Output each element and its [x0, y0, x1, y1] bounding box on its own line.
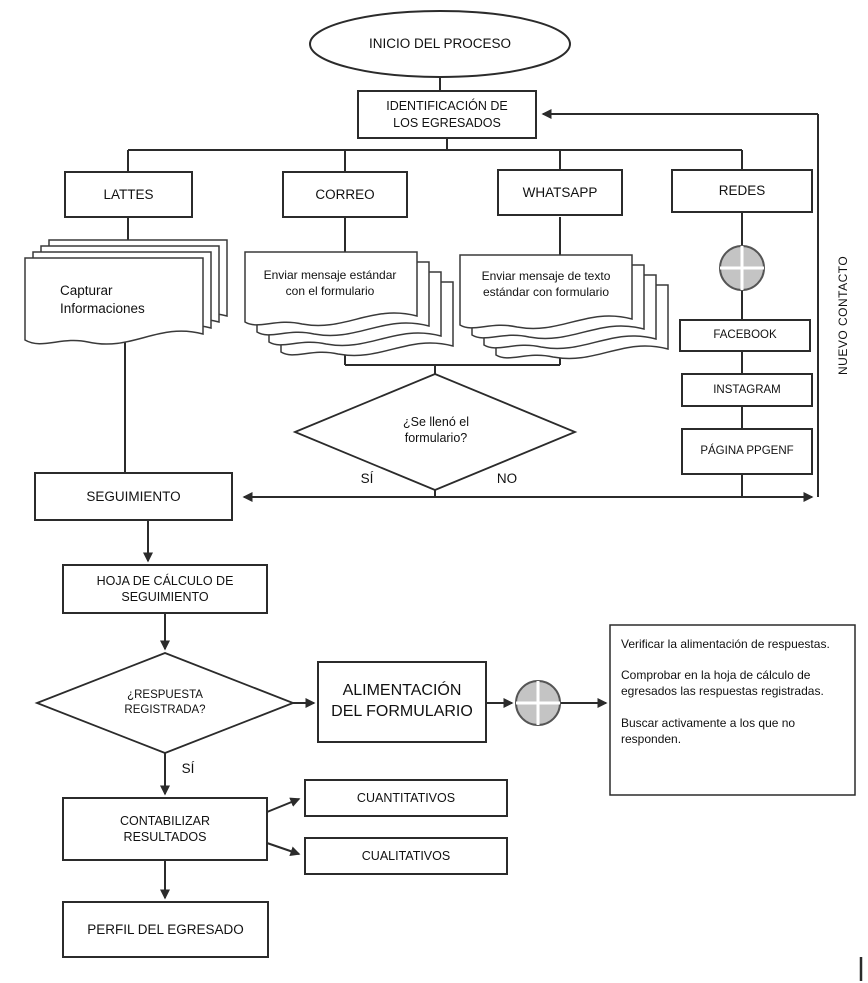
- whatsapp-box: [497, 169, 623, 216]
- decision-formulario-diamond: [292, 373, 578, 491]
- correo-documents: [244, 251, 454, 357]
- correo-box: [282, 171, 408, 218]
- lattes-documents: [24, 239, 228, 345]
- perfil-box: [62, 901, 269, 958]
- instagram-box: [681, 373, 813, 407]
- redes-box: [671, 169, 813, 213]
- notes-text: Verificar la alimentación de respuestas.…: [621, 636, 845, 762]
- cualitativos-box: [304, 837, 508, 875]
- arrow-lines: [143, 109, 818, 900]
- start-ellipse: [309, 10, 571, 78]
- hoja-calculo-box: [62, 564, 268, 614]
- lattes-box: [64, 171, 193, 218]
- decision-respuesta-diamond: [34, 652, 296, 754]
- facebook-box: [679, 319, 811, 352]
- contabilizar-box: [62, 797, 268, 861]
- seguimiento-box: [34, 472, 233, 521]
- note-line: Comprobar en la hoja de cálculo de egres…: [621, 668, 824, 699]
- note-line: Verificar la alimentación de respuestas.: [621, 637, 830, 651]
- notes-box-border: [609, 624, 856, 796]
- connector-lines: [124, 77, 863, 981]
- junction-connector-icon: [515, 680, 561, 726]
- pagina-ppgenf-box: [681, 428, 813, 475]
- junction-connector-icon: [719, 245, 765, 291]
- identification-box: [357, 90, 537, 139]
- note-line: Buscar activamente a los que no responde…: [621, 715, 796, 746]
- nuevo-contacto-label: NUEVO CONTACTO: [836, 255, 850, 376]
- cuantitativos-box: [304, 779, 508, 817]
- alimentacion-box: [317, 661, 487, 743]
- whatsapp-documents: [459, 254, 669, 360]
